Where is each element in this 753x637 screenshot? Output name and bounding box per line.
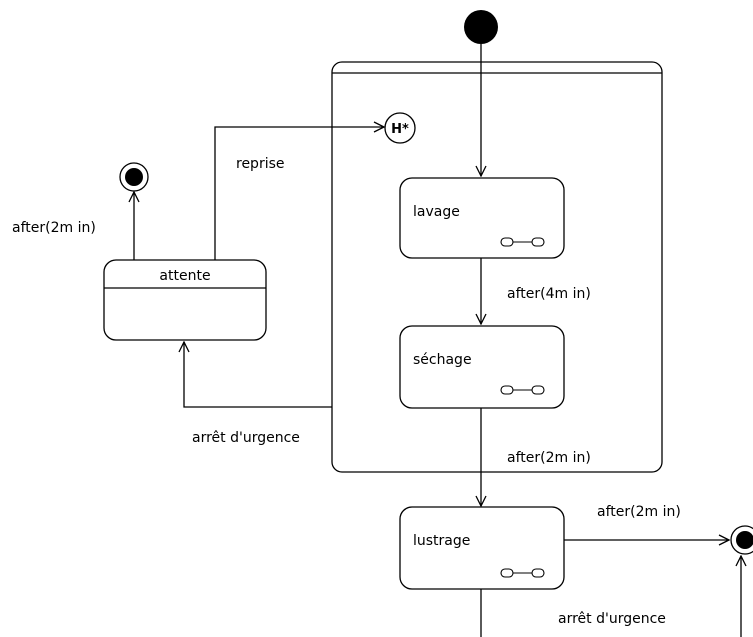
state-lustrage-label: lustrage [413, 533, 470, 549]
transition-reprise [214, 127, 384, 260]
state-attente[interactable]: attente [103, 259, 267, 341]
state-lustrage[interactable]: lustrage [399, 506, 565, 590]
label-reprise: reprise [236, 156, 285, 172]
final-state-attente [119, 162, 149, 192]
composite-icon [500, 237, 545, 247]
label-arret-urgence-2: arrêt d'urgence [558, 611, 666, 627]
transition-arret-urgence-1 [184, 342, 332, 408]
label-after-2min-sechage: after(2m in) [507, 450, 591, 466]
composite-icon [500, 568, 545, 578]
state-attente-label: attente [159, 268, 210, 284]
history-state[interactable]: H* [384, 112, 416, 144]
label-after-2min-lustrage: after(2m in) [597, 504, 681, 520]
state-sechage[interactable]: séchage [399, 325, 565, 409]
label-after-4min: after(4m in) [507, 286, 591, 302]
state-lavage[interactable]: lavage [399, 177, 565, 259]
final-state-right [730, 525, 753, 555]
composite-icon [500, 385, 545, 395]
composite-state[interactable] [331, 61, 663, 473]
initial-state [464, 10, 498, 44]
label-arret-urgence-1: arrêt d'urgence [192, 430, 300, 446]
history-label: H* [391, 122, 409, 137]
label-after-2min-attente: after(2m in) [12, 220, 96, 236]
state-lavage-label: lavage [413, 204, 460, 220]
state-sechage-label: séchage [413, 352, 472, 368]
